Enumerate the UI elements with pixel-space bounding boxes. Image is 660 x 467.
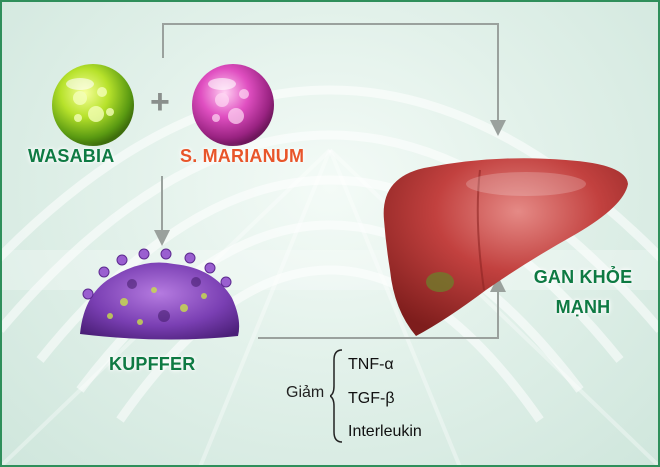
kupffer-label: KUPFFER xyxy=(109,354,196,374)
wasabia-label: WASABIA xyxy=(28,146,115,166)
marianum-sphere-icon xyxy=(192,64,274,146)
healthy-liver-label: GAN KHỎE MẠNH xyxy=(531,262,635,322)
kupffer-cell-icon xyxy=(80,248,240,340)
healthy-liver-line2: MẠNH xyxy=(555,297,611,317)
healthy-liver-line1: GAN KHỎE xyxy=(533,267,633,287)
cytokine-tgf: TGF-β xyxy=(348,390,395,407)
cytokine-tnf: TNF-α xyxy=(348,356,394,373)
marianum-label: S. MARIANUM xyxy=(180,146,305,166)
reduce-label: Giảm xyxy=(286,384,325,401)
curly-brace-icon xyxy=(330,349,343,443)
plus-sign: + xyxy=(150,83,170,121)
cytokine-interleukin: Interleukin xyxy=(348,423,422,440)
wasabia-sphere-icon xyxy=(52,64,134,146)
